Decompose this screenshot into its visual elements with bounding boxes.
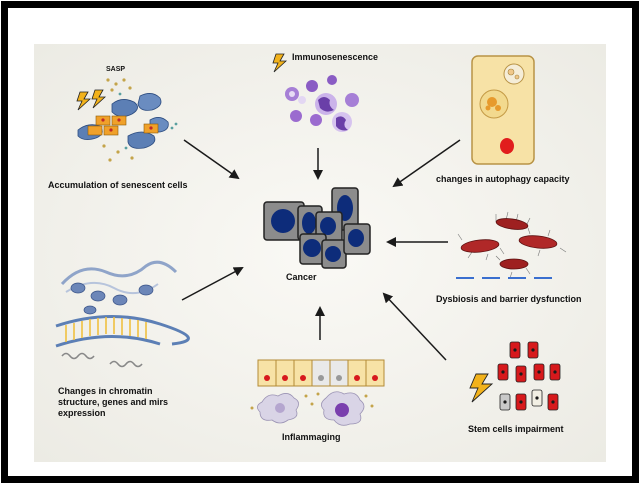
arrow-stemcells-to-cancer [382,292,447,361]
nucleosome [90,290,106,302]
inflammaging-figure [250,359,385,426]
senescent-cells-figure [76,78,178,162]
arrows [181,139,461,361]
nucleus [500,138,514,154]
senescent-cells-label: Accumulation of senescent cells [48,180,188,190]
epithelial-cell [365,359,385,387]
epithelial-cell [275,359,295,387]
orange-cell-block [87,125,103,136]
chromatin-label: Changes in chromatin structure, genes an… [58,386,169,418]
immune-cell [298,96,306,104]
arrow-chromatin-to-cancer [181,267,244,301]
arrow-autophagy-to-cancer [392,139,461,188]
immune-cell [345,93,359,107]
nucleosome [83,305,97,315]
immune-cell [327,75,337,85]
nucleosome [138,284,154,296]
senescent-cell [137,93,162,111]
mirna-strand [61,352,95,360]
dysbiosis-figure [456,211,567,279]
nucleosome [70,282,86,294]
bacterium [499,258,529,270]
inflammaging-label: Inflammaging [282,432,341,442]
immunosenescence-figure [272,53,359,132]
lightning-icon [272,53,288,73]
chromatin-figure [55,260,190,368]
lightning-icon [469,373,494,403]
cancer-label: Cancer [286,272,317,282]
nucleosome [112,294,128,306]
autophagy-figure [471,55,535,165]
lightning-icon [91,89,107,109]
bacterium [518,235,558,249]
epithelial-cell [257,359,277,387]
epithelial-cell [311,359,331,387]
senescent-cell [127,131,156,149]
epithelial-cell [329,359,349,387]
lightning-icon [76,91,92,111]
epithelial-cell [293,359,313,387]
sasp-label: SASP [106,66,126,73]
mirna-strand [109,360,143,368]
immune-cell [306,80,318,92]
immunosenescence-label: Immunosenescence [292,52,379,62]
arrow-senescent-to-cancer [183,139,240,180]
sasp-dots [102,78,134,162]
immune-cell [310,114,322,126]
epithelial-cell [347,359,367,387]
stemcells-label: Stem cells impairment [468,424,564,434]
dysbiosis-label: Dysbiosis and barrier dysfunction [436,294,582,304]
bacterium [495,218,529,230]
immune-cell [290,110,302,122]
bacterium [460,239,500,253]
cancer-figure [263,187,371,269]
stemcells-figure [469,341,561,411]
autophagy-label: changes in autophagy capacity [436,174,570,184]
